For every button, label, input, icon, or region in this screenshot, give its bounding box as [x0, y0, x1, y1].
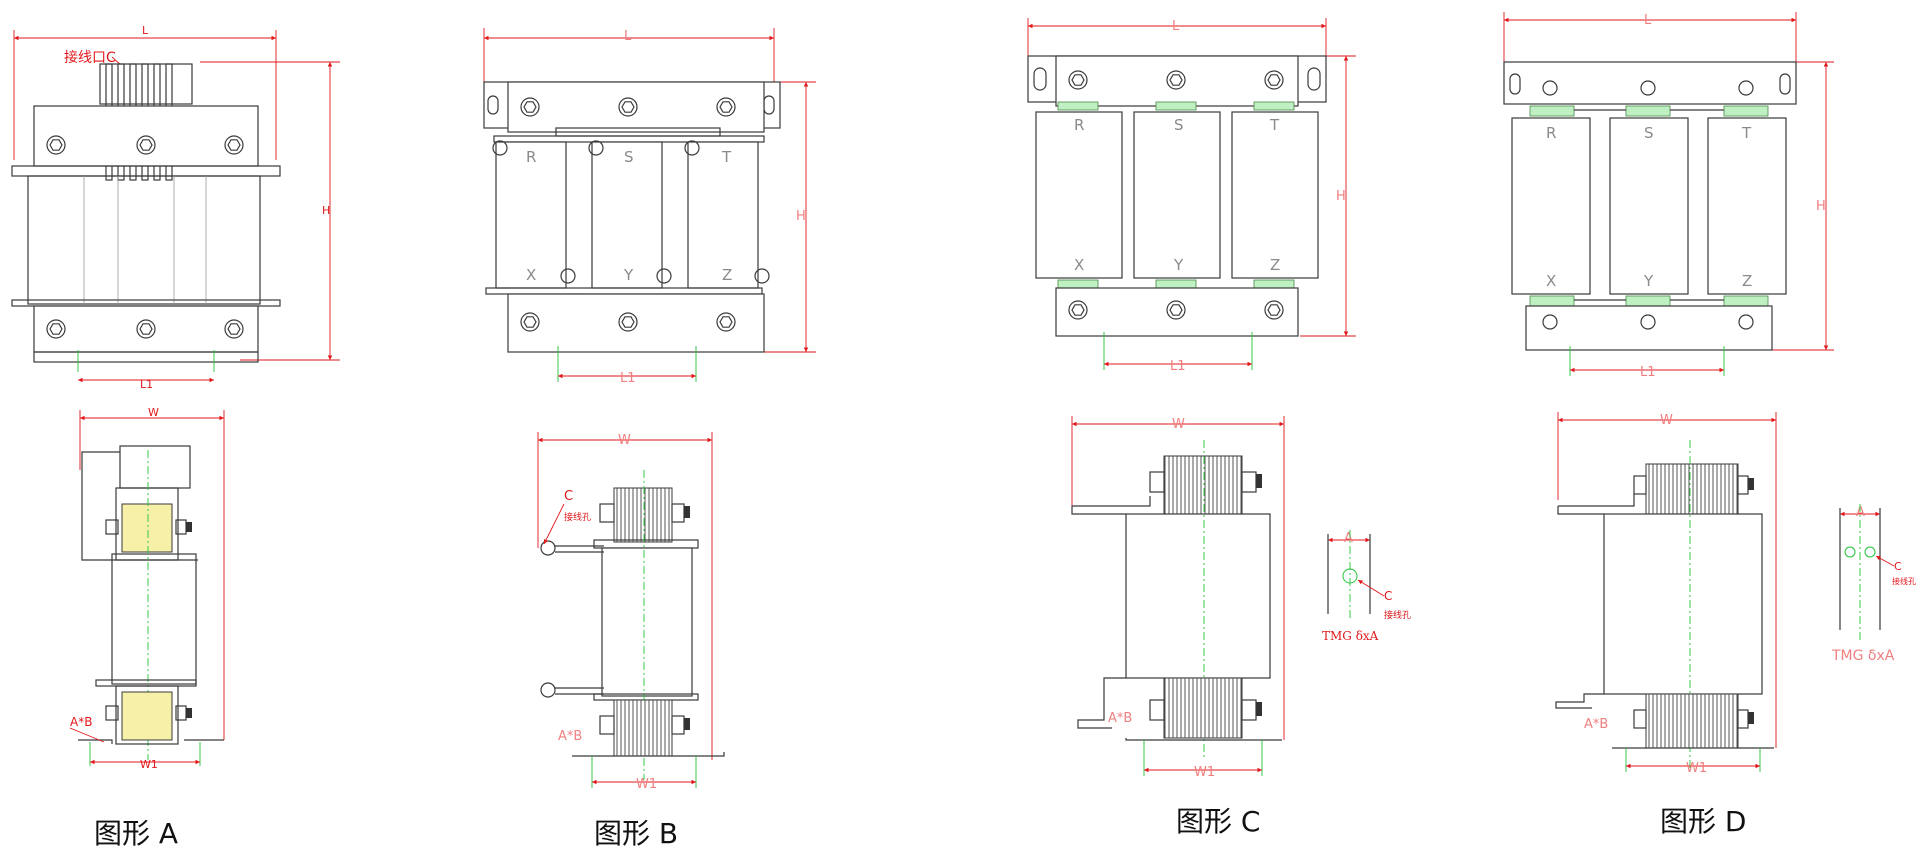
figure-c-terminal-detail: A C 接线孔 TMG δxA	[1322, 530, 1411, 643]
figure-c-caption: 图形 C	[1176, 805, 1261, 838]
connector-label-c: C	[1384, 589, 1392, 603]
dim-label-l: L	[1172, 19, 1180, 34]
phase-label-r: R	[526, 148, 536, 166]
phase-label-y: Y	[623, 266, 634, 284]
figure-a-caption: 图形 A	[94, 817, 179, 850]
dim-label-l: L	[142, 24, 149, 37]
figure-d-side-view: W A*B W1	[1555, 412, 1777, 776]
phase-label-y: Y	[1643, 272, 1654, 290]
phase-label-s: S	[1644, 124, 1654, 142]
dim-label-l1: L1	[140, 378, 153, 391]
dim-label-w: W	[618, 433, 631, 448]
phase-label-z: Z	[1270, 256, 1280, 274]
dim-label-w1: W1	[636, 777, 657, 792]
phase-label-z: Z	[722, 266, 732, 284]
dim-label-a: A	[1344, 531, 1353, 546]
dim-label-h: H	[322, 204, 330, 217]
dim-label-axb: A*B	[558, 729, 582, 744]
connector-label-c: C	[564, 489, 573, 504]
dim-label-h: H	[1816, 199, 1826, 214]
phase-label-y: Y	[1173, 256, 1184, 274]
figure-b-side-view: W C 接线孔 A*B W1	[537, 432, 725, 792]
dim-label-l1: L1	[620, 371, 636, 386]
dim-label-l1: L1	[1170, 359, 1186, 374]
phase-label-x: X	[1546, 272, 1556, 290]
phase-label-r: R	[1546, 124, 1556, 142]
dim-label-axb: A*B	[1108, 711, 1132, 726]
connector-note: 接线孔	[1384, 609, 1411, 621]
dim-label-w: W	[1172, 417, 1185, 432]
phase-label-z: Z	[1742, 272, 1752, 290]
dim-label-l: L	[1644, 13, 1652, 28]
connector-note: 接线孔	[1892, 576, 1916, 586]
figure-d-front-view: L H R S T X Y Z L1	[1503, 12, 1834, 380]
dim-label-w1: W1	[1194, 765, 1215, 780]
figure-b-caption: 图形 B	[594, 817, 679, 850]
phase-label-t: T	[721, 148, 732, 166]
figure-b-front-view: L H R S T X Y Z	[483, 28, 816, 386]
figure-d-caption: 图形 D	[1660, 805, 1747, 838]
dim-label-a: A	[1856, 505, 1865, 520]
dim-label-w1: W1	[140, 758, 158, 771]
connector-label-c: C	[1894, 560, 1902, 573]
phase-label-r: R	[1074, 116, 1084, 134]
phase-label-s: S	[624, 148, 634, 166]
dim-label-h: H	[796, 209, 806, 224]
figure-d: L H R S T X Y Z L1	[1503, 12, 1916, 776]
phase-label-x: X	[526, 266, 536, 284]
figure-d-terminal-detail: A C 接线孔 TMG δxA	[1831, 504, 1916, 664]
figure-b: L H R S T X Y Z	[483, 28, 816, 792]
phase-label-x: X	[1074, 256, 1084, 274]
dim-label-w1: W1	[1686, 761, 1707, 776]
dim-label-w: W	[148, 406, 159, 419]
dim-label-l: L	[624, 29, 632, 44]
figure-a: L H 接线口C	[11, 24, 340, 771]
figure-c-side-view: W A*B W1	[1071, 416, 1285, 780]
dim-label-l1: L1	[1640, 365, 1656, 380]
figure-c: L H R S T X Y Z L1	[1027, 18, 1411, 780]
connector-label-c: 接线口C	[64, 49, 116, 66]
tmg-label: TMG δxA	[1322, 629, 1379, 643]
figure-a-side-view: W A*B W1	[69, 406, 225, 771]
tmg-label: TMG δxA	[1831, 648, 1895, 664]
figure-c-front-view: L H R S T X Y Z L1	[1027, 18, 1356, 374]
dim-label-w: W	[1660, 413, 1673, 428]
phase-label-t: T	[1741, 124, 1752, 142]
figure-a-front-view: L H 接线口C	[11, 24, 340, 391]
connector-note: 接线孔	[564, 511, 591, 523]
phase-label-s: S	[1174, 116, 1184, 134]
phase-label-t: T	[1269, 116, 1280, 134]
dim-label-h: H	[1336, 189, 1346, 204]
dim-label-axb: A*B	[1584, 717, 1608, 732]
dim-label-axb: A*B	[70, 715, 92, 729]
